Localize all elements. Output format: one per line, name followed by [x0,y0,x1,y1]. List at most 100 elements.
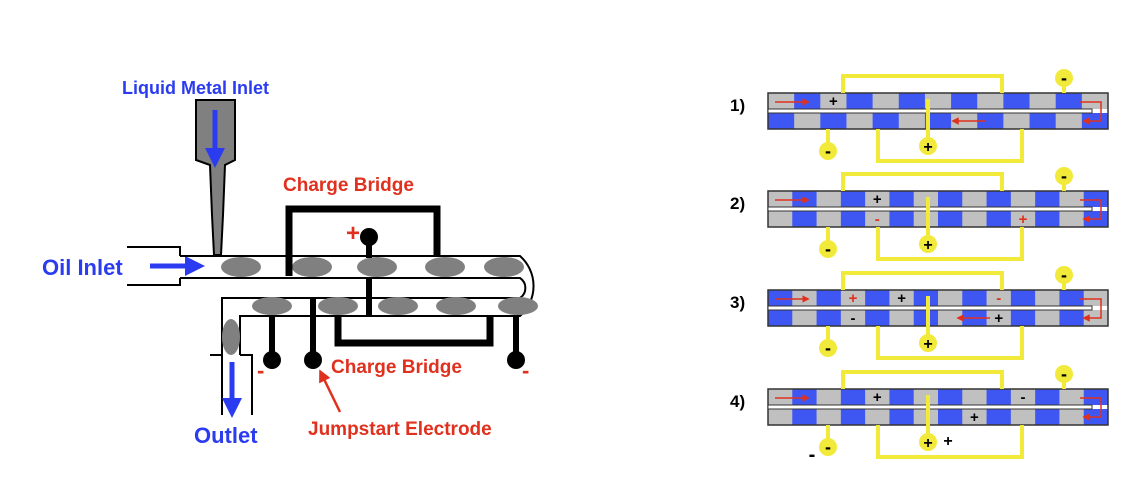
top-row-segment [898,93,926,109]
top-right-electrode-sign: - [1061,166,1067,186]
top-row-segment [1059,389,1085,405]
top-row-segment [846,93,874,109]
bottom-row-segment [1035,409,1060,425]
step-label: 2) [730,194,745,213]
top-row-segment [816,191,842,207]
bottom-row-segment [986,409,1012,425]
negative-electrode-right [507,351,525,369]
bottom-left-electrode [819,142,837,160]
left-device-diagram: Liquid Metal Inlet Oil Inlet Outlet [42,78,538,448]
bottom-row-segment [1059,310,1085,326]
bottom-row-segment [865,211,890,227]
top-row-segment [1059,191,1085,207]
top-row-segment [889,191,915,207]
charge-sign: - [1021,389,1026,406]
top-row-segment [768,191,793,207]
center-electrode-sign: + [923,336,932,353]
center-electrode [919,433,937,451]
top-row-segment [962,290,988,306]
oil-inlet-wall-top [127,246,181,256]
charge-sign: - [851,310,856,327]
step-panel: 1)+--+ [730,68,1109,163]
top-row-segment [1010,389,1036,405]
top-row-segment [792,290,818,306]
center-electrode-sign: + [923,237,932,254]
right-sequence-diagram: 1)+--+2)+--+-+3)+--++--+4)+--+-++- [730,68,1109,466]
metal-droplet [498,297,538,315]
u-channel-outer [180,255,535,355]
charge-sign: - [996,290,1001,307]
bottom-row-segment [1010,310,1036,326]
flow-arrow-uturn [1080,397,1102,421]
bottom-row-segment [792,211,818,227]
bottom-row-segment [898,113,926,129]
charge-bridge-bottom [876,425,1024,459]
metal-droplet [221,257,261,277]
top-row-segment [1035,389,1060,405]
bottom-left-electrode [819,438,837,456]
bottom-row-segment [962,211,988,227]
top-row-segment [865,389,890,405]
charge-sign: + [994,310,1003,327]
top-row-segment [768,93,795,109]
extra-charge-sign: + [943,433,952,450]
extra-charge-sign: - [809,444,816,466]
top-row-segment [962,191,988,207]
metal-droplet [252,297,292,315]
charge-sign: + [1019,211,1028,228]
metal-droplet [425,257,465,277]
charge-sign: - [875,211,880,228]
top-row-segment [1035,191,1060,207]
outlet-label: Outlet [194,423,258,448]
bottom-row-segment [846,113,874,129]
top-row-segment [768,290,793,306]
jumpstart-electrode [304,351,322,369]
bottom-row-segment [816,211,842,227]
top-right-electrode [1055,365,1073,383]
bottom-row-segment [889,409,915,425]
charge-sign: + [873,389,882,406]
charge-bridge-top-label: Charge Bridge [283,175,414,196]
bottom-row-segment [794,113,821,129]
bottom-row-segment [865,409,890,425]
top-row-segment [889,290,915,306]
top-row-segment [820,93,847,109]
bottom-row-segment [1029,113,1057,129]
top-row-segment [865,191,890,207]
bottom-row-segment [1010,211,1036,227]
bottom-row-segment [816,409,842,425]
top-row-segment [962,389,988,405]
top-row-segment [840,290,866,306]
bottom-row-segment [1059,211,1085,227]
flow-arrow-uturn [1080,298,1102,322]
top-right-electrode-sign: - [1061,265,1067,285]
top-right-electrode [1055,167,1073,185]
step-label: 1) [730,96,745,115]
bottom-row-segment [986,310,1012,326]
droplets-bottom-row [252,297,538,315]
top-row-segment [938,191,963,207]
bottom-row-segment [768,113,795,129]
liquid-metal-inlet-label: Liquid Metal Inlet [122,78,269,98]
charge-sign: + [829,93,838,110]
flow-arrow-uturn [1080,199,1102,223]
top-row-segment [977,93,1004,109]
bottom-left-electrode [819,240,837,258]
metal-droplet [484,257,524,277]
top-row-segment [840,389,866,405]
bottom-row-segment [986,211,1012,227]
top-right-electrode [1055,266,1073,284]
charge-sign: + [849,290,858,307]
bottom-row-segment [768,310,793,326]
bottom-row-segment [872,113,900,129]
metal-droplet [292,257,332,277]
bottom-row-segment [820,113,847,129]
outlet-wall-left [210,354,223,415]
top-row-segment [1035,290,1060,306]
bottom-row-segment [977,113,1004,129]
step-panel: 4)+--+-++- [730,364,1109,466]
metal-droplet [357,257,397,277]
center-electrode-sign: + [923,139,932,156]
top-row-segment [1055,93,1083,109]
bottom-row-segment [768,409,793,425]
